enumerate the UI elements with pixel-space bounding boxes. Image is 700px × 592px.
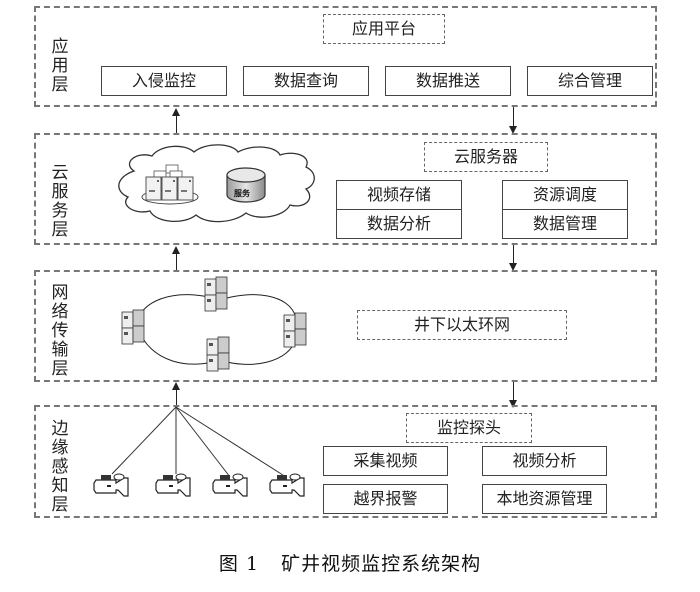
- arrow-application-to-cloud: [508, 107, 517, 134]
- module-local-resource-management: 本地资源管理: [482, 484, 607, 514]
- arrow-edge-to-network: [171, 382, 180, 408]
- arrow-cloud-to-application: [171, 108, 180, 134]
- module-intrusion-monitoring: 入侵监控: [101, 66, 227, 96]
- cloud-server-title: 云服务器: [424, 142, 548, 172]
- underground-ethernet-ring-title: 井下以太环网: [357, 310, 567, 340]
- arrow-cloud-to-network: [508, 245, 517, 271]
- monitoring-probe-title: 监控探头: [406, 413, 532, 443]
- database-label: 服务: [234, 189, 250, 198]
- module-data-management: 数据管理: [502, 209, 628, 239]
- figure-caption: 图 1 矿井视频监控系统架构: [0, 549, 700, 576]
- switch-icon-left: [121, 309, 145, 345]
- cloud-service-layer-label: 云服务层: [51, 163, 69, 240]
- module-video-analysis: 视频分析: [482, 446, 607, 476]
- arrow-network-to-cloud: [171, 246, 180, 270]
- camera-icon-4: [269, 473, 305, 497]
- switch-icon-top: [204, 276, 228, 312]
- module-data-analysis: 数据分析: [336, 209, 462, 239]
- application-platform-title: 应用平台: [323, 14, 445, 44]
- network-transport-layer: [34, 270, 657, 382]
- database-icon: [226, 167, 266, 203]
- camera-icon-2: [155, 473, 191, 497]
- camera-icon-1: [93, 473, 129, 497]
- module-data-query: 数据查询: [243, 66, 369, 96]
- edge-perception-layer-label: 边缘感知层: [51, 419, 69, 515]
- module-boundary-alarm: 越界报警: [323, 484, 448, 514]
- module-video-storage: 视频存储: [336, 180, 462, 210]
- figure-number: 图 1: [218, 553, 260, 575]
- server-cluster-icon: [141, 164, 199, 205]
- edge-perception-layer: [34, 405, 657, 518]
- camera-connection-lines: [111, 406, 287, 478]
- arrow-network-to-edge: [508, 382, 517, 408]
- module-collect-video: 采集视频: [323, 446, 448, 476]
- switch-icon-right: [283, 312, 307, 348]
- module-integrated-management: 综合管理: [527, 66, 653, 96]
- application-layer-label: 应用层: [51, 37, 69, 95]
- cloud-service-layer: [34, 133, 657, 245]
- module-data-push: 数据推送: [385, 66, 511, 96]
- module-resource-scheduling: 资源调度: [502, 180, 628, 210]
- network-transport-layer-label: 网络传输层: [51, 283, 69, 379]
- application-layer: [34, 6, 657, 107]
- camera-icon-3: [212, 473, 248, 497]
- figure-title: 矿井视频监控系统架构: [281, 553, 482, 575]
- switch-icon-bottom: [206, 336, 230, 372]
